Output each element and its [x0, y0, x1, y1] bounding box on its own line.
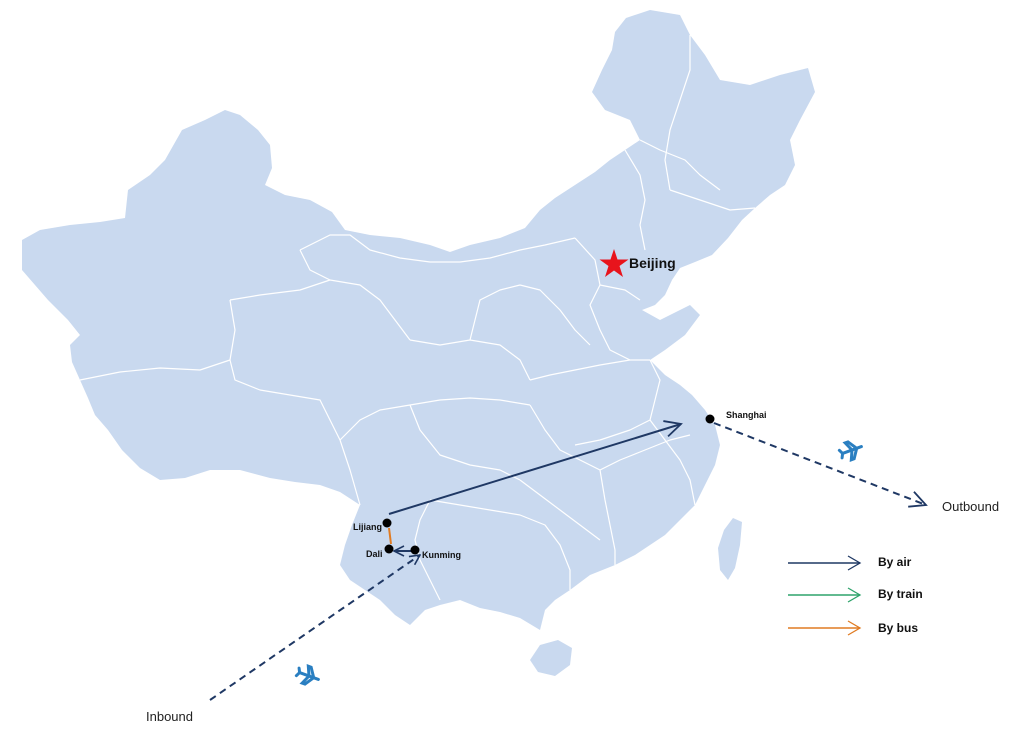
legend: By air By train By bus	[788, 555, 923, 636]
legend-label-bus: By bus	[878, 621, 918, 635]
outbound-label: Outbound	[942, 499, 999, 514]
taiwan-island	[718, 518, 742, 580]
legend-item-bus: By bus	[788, 620, 918, 636]
kunming-label: Kunming	[422, 550, 461, 560]
dali-label: Dali	[366, 549, 383, 559]
shanghai-label: Shanghai	[726, 410, 767, 420]
plane-icon-inbound	[294, 663, 320, 686]
legend-item-train: By train	[788, 587, 923, 603]
lijiang-marker	[382, 518, 392, 528]
dali-lijiang-bus-route	[388, 527, 392, 545]
beijing-label: Beijing	[629, 255, 676, 271]
province-borders	[79, 35, 756, 601]
dali-marker	[384, 544, 394, 554]
inbound-flight-path	[209, 555, 420, 701]
kunming-marker	[410, 545, 420, 555]
china-mainland	[22, 10, 815, 630]
shanghai-marker	[705, 414, 715, 424]
plane-icon-outbound	[837, 440, 863, 463]
capital-star-icon	[599, 249, 629, 277]
inbound-label: Inbound	[146, 709, 193, 724]
legend-label-train: By train	[878, 587, 923, 601]
legend-item-air: By air	[788, 555, 912, 571]
hainan-island	[530, 640, 572, 676]
lijiang-label: Lijiang	[353, 522, 382, 532]
legend-label-air: By air	[878, 555, 912, 569]
lijiang-to-shanghai-flight	[388, 424, 681, 515]
outbound-flight-path	[713, 422, 926, 505]
